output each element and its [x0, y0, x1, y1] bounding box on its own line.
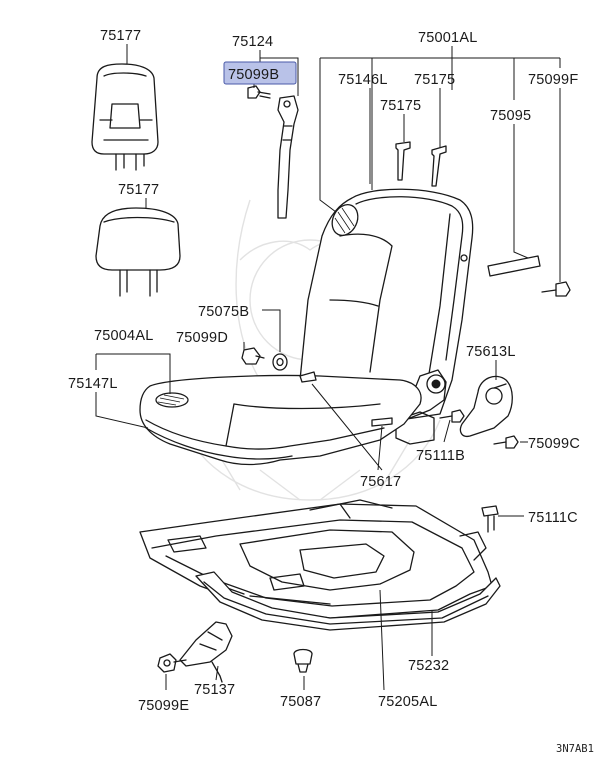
label-75146l[interactable]: 75146L [338, 72, 388, 88]
seat-cushion[interactable] [139, 374, 422, 466]
leader-lines [95, 44, 561, 691]
label-75099e[interactable]: 75099E [138, 698, 189, 714]
bolt-75099b[interactable] [247, 85, 271, 99]
label-75095[interactable]: 75095 [490, 108, 531, 124]
strap-75095[interactable] [487, 255, 541, 277]
trim-clip-right[interactable] [431, 145, 447, 187]
seat-back[interactable] [299, 188, 474, 421]
bolt-75111c[interactable] [481, 505, 499, 533]
diagram-code: 3N7AB1 [556, 743, 594, 755]
label-75099c[interactable]: 75099C [528, 436, 580, 452]
plug-75087[interactable] [293, 648, 313, 673]
bolt-75099f[interactable] [541, 281, 571, 297]
bolt-75111b[interactable] [439, 409, 465, 423]
label-75232[interactable]: 75232 [408, 658, 449, 674]
label-75205al[interactable]: 75205AL [378, 694, 437, 710]
lever-75137[interactable] [179, 621, 233, 683]
label-75147l[interactable]: 75147L [68, 376, 118, 392]
label-75137[interactable]: 75137 [194, 682, 235, 698]
label-75111c[interactable]: 75111C [528, 510, 578, 526]
label-75001al[interactable]: 75001AL [418, 30, 477, 46]
label-75175-a[interactable]: 75175 [414, 72, 455, 88]
label-75075b[interactable]: 75075B [198, 304, 249, 320]
label-75004al[interactable]: 75004AL [94, 328, 153, 344]
label-75617[interactable]: 75617 [360, 474, 401, 490]
label-75111b[interactable]: 75111B [416, 448, 465, 464]
highlight-box [223, 61, 297, 85]
label-75087[interactable]: 75087 [280, 694, 321, 710]
recliner-cover[interactable] [459, 375, 513, 438]
washer-75075b[interactable] [272, 353, 288, 371]
label-75124[interactable]: 75124 [232, 34, 273, 50]
label-75175-b[interactable]: 75175 [380, 98, 421, 114]
bracket-75617[interactable] [299, 371, 393, 427]
label-75099f[interactable]: 75099F [528, 72, 578, 88]
trim-clip-left[interactable] [395, 141, 411, 181]
part-labels: 75177 75124 75099B 75001AL 75146L 75175 … [68, 28, 594, 755]
seat-frame[interactable] [139, 499, 493, 619]
label-75177-top[interactable]: 75177 [100, 28, 141, 44]
headrest-top[interactable] [91, 63, 159, 171]
label-75099d[interactable]: 75099D [176, 330, 228, 346]
seat-rail[interactable] [195, 571, 501, 631]
label-75177-mid[interactable]: 75177 [118, 182, 159, 198]
seat-strap[interactable] [277, 95, 299, 219]
label-75613l[interactable]: 75613L [466, 344, 516, 360]
nut-75099d[interactable] [241, 347, 265, 365]
label-75099b[interactable]: 75099B [228, 67, 279, 83]
bolt-75099e[interactable] [157, 653, 187, 673]
bolt-75099c[interactable] [493, 435, 519, 449]
headrest-mid[interactable] [95, 207, 181, 297]
